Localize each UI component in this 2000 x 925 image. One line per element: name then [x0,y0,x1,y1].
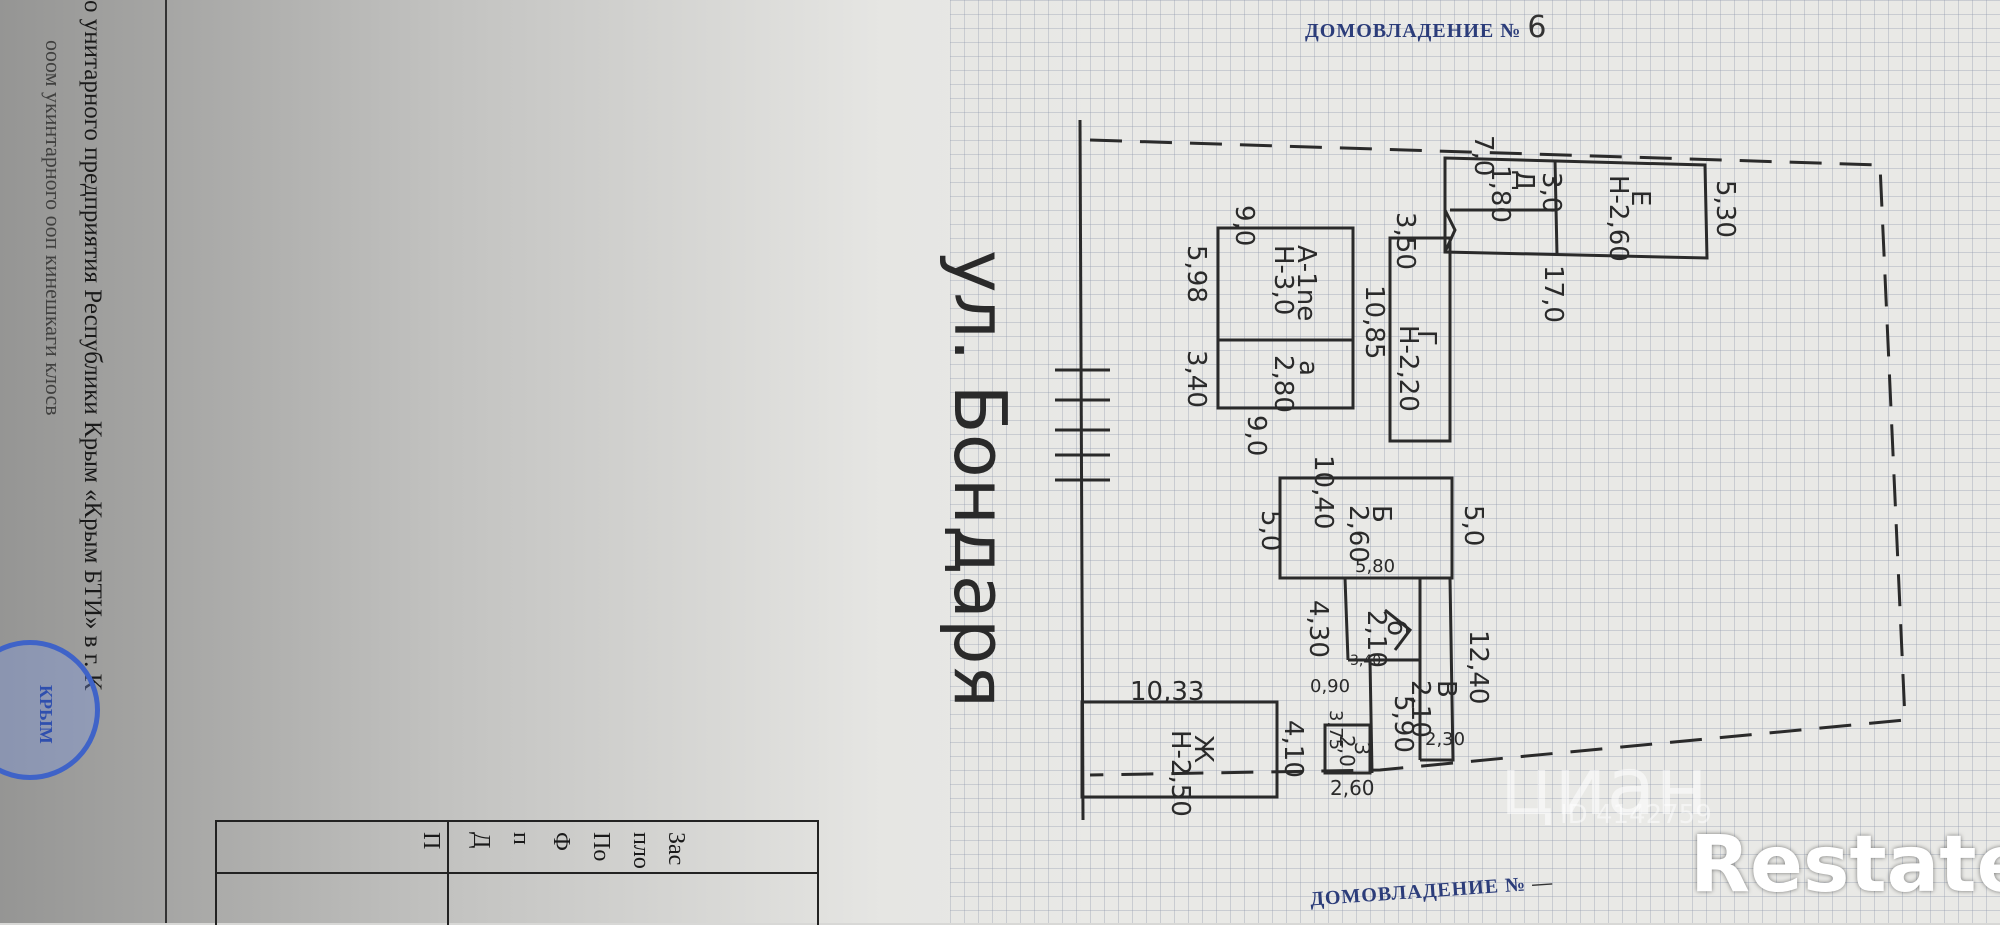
building-label: Б [1366,505,1396,523]
building-dim: 3,0 [1536,172,1566,213]
building-dim: 3,75 [1325,710,1346,750]
street-name: ул. Бондаря [938,250,1022,708]
building-height: Н-2,60 [1603,175,1633,262]
building-dim: 3,50 [1390,212,1420,270]
building-height: 2,80 [1268,355,1298,413]
table-cell: п [508,832,534,845]
building-dim: 2,60 [1330,776,1375,800]
extra-dim: 3,40 [1350,653,1381,669]
building-dim: 17,0 [1538,265,1568,323]
building-height: Н-2,50 [1165,730,1195,817]
building-dim: 5,30 [1710,180,1740,238]
side-text-line2: ооом укинтарного ооп кинешкаги клосв [41,40,66,416]
building-label: А-1nе [1291,245,1321,321]
building-dim: 5,0 [1458,505,1488,546]
plot-boundary [1089,138,1907,777]
building-dim: 5,90 [1388,695,1418,753]
building-dim: 5,80 [1355,556,1395,577]
table-cell: Зас [663,832,689,866]
table-row-divider [217,872,817,874]
restate-logo: Restate [1690,820,2000,910]
building-dim: 7,0 [1468,135,1498,176]
building-label: Е [1625,190,1655,206]
building-dim: 4,10 [1278,720,1308,778]
building-label: а [1293,360,1323,376]
building-height: Н-2,20 [1393,325,1423,412]
building-label: З [1350,742,1374,755]
building-e [1443,156,1709,260]
grid-background [950,0,2000,923]
watermark-brand: циан [1500,740,1708,833]
header-top: ДОМОВЛАДЕНИЕ № 6 [1305,10,1547,45]
building-dim: 10,40 [1308,455,1338,529]
table-cell: Ф [548,832,574,851]
table-cell: пло [628,832,654,869]
building-label: Г [1411,330,1441,346]
building-g [1388,236,1452,443]
building-height: 2,10 [1361,610,1391,668]
building-zh [1080,700,1279,799]
building-dim: 9,0 [1229,205,1259,246]
building-a [1216,226,1355,410]
building-label: В [1431,680,1461,698]
data-table: Зас пло По Ф п Д П [215,820,819,925]
shadow-overlay [0,0,1100,923]
side-text-line1: о унитарного предприятия Республики Крым… [79,0,106,691]
building-dim: 5,0 [1255,510,1285,551]
margin-line [165,0,167,923]
table-cell: По [588,832,614,862]
building-label: б [1381,620,1411,636]
building-dim: 3,40 [1181,350,1211,408]
building-label: Д [1509,170,1539,190]
building-v [1345,576,1455,762]
table-cell: Д [468,832,494,849]
building-height: 2,60 [1343,505,1373,563]
building-dim: 9,0 [1241,415,1271,456]
building-dim: 5,98 [1181,245,1211,303]
building-z [1323,723,1372,775]
header-top-label: ДОМОВЛАДЕНИЕ № [1305,20,1522,42]
table-cell: П [418,832,444,850]
building-dim: 12,40 [1463,630,1493,704]
building-dim: 2,30 [1425,729,1465,750]
building-height: 1,80 [1485,165,1515,223]
extra-dim: 0,90 [1310,676,1350,697]
building-height: Н-3,0 [1268,245,1298,315]
stamp-text: КРЫМ [36,685,56,744]
building-dim: 4,30 [1303,600,1333,658]
building-dim: 10,33 [1130,677,1204,707]
building-height: 2,10 [1405,680,1435,738]
header-top-number: 6 [1527,10,1548,45]
building-height: 2,0 [1335,735,1359,767]
building-dim: 10,85 [1359,285,1389,359]
building-label: Ж [1188,735,1218,763]
watermark-id: ID 4142759 [1560,800,1712,830]
